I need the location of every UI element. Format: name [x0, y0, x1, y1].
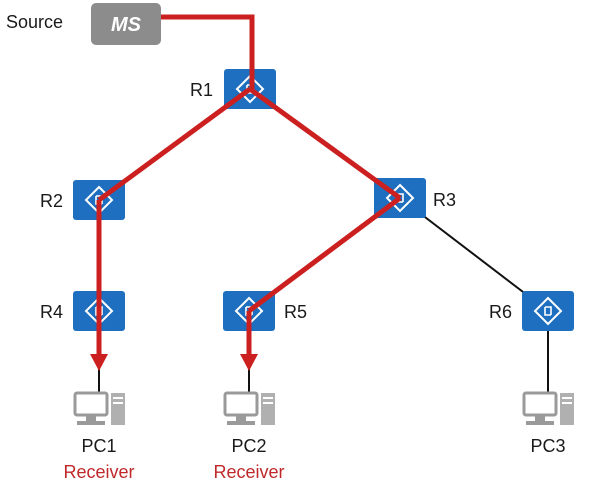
pc-label-pc3: PC3 — [530, 436, 565, 456]
router-r3: R3 — [373, 177, 456, 219]
router-r1: R1 — [190, 68, 277, 110]
path-r1-r3 — [248, 86, 402, 201]
router-label-r6: R6 — [489, 302, 512, 322]
pc-pc3: PC3 — [522, 391, 576, 456]
router-label-r3: R3 — [433, 190, 456, 210]
pc-icon — [522, 391, 576, 427]
path-r3-r5 — [247, 195, 402, 314]
arrow-to-pc2 — [240, 354, 258, 371]
server-icon — [91, 3, 161, 45]
receiver-label-pc2: Receiver — [213, 462, 284, 482]
arrowheads — [90, 354, 258, 371]
path-source-r1 — [161, 14, 255, 89]
network-links — [98, 197, 549, 395]
router-label-r1: R1 — [190, 80, 213, 100]
router-r4: R4 — [40, 290, 126, 332]
router-icon — [521, 290, 575, 332]
pc-icon — [223, 391, 277, 427]
router-r5: R5 — [222, 290, 307, 332]
pc-icon — [73, 391, 127, 427]
router-r6: R6 — [489, 290, 575, 332]
source-server: Source MS — [6, 3, 161, 45]
router-label-r2: R2 — [40, 191, 63, 211]
source-label: Source — [6, 12, 63, 32]
router-label-r4: R4 — [40, 302, 63, 322]
router-r2: R2 — [40, 179, 126, 221]
server-label: MS — [111, 14, 142, 36]
pc-pc2: PC2 Receiver — [213, 391, 285, 482]
pc-label-pc1: PC1 — [81, 436, 116, 456]
pc-label-pc2: PC2 — [231, 436, 266, 456]
multicast-tree — [96, 14, 402, 356]
receiver-label-pc1: Receiver — [63, 462, 134, 482]
arrow-to-pc1 — [90, 354, 108, 371]
path-r1-r2 — [97, 86, 252, 203]
router-label-r5: R5 — [284, 302, 307, 322]
pc-pc1: PC1 Receiver — [63, 391, 135, 482]
